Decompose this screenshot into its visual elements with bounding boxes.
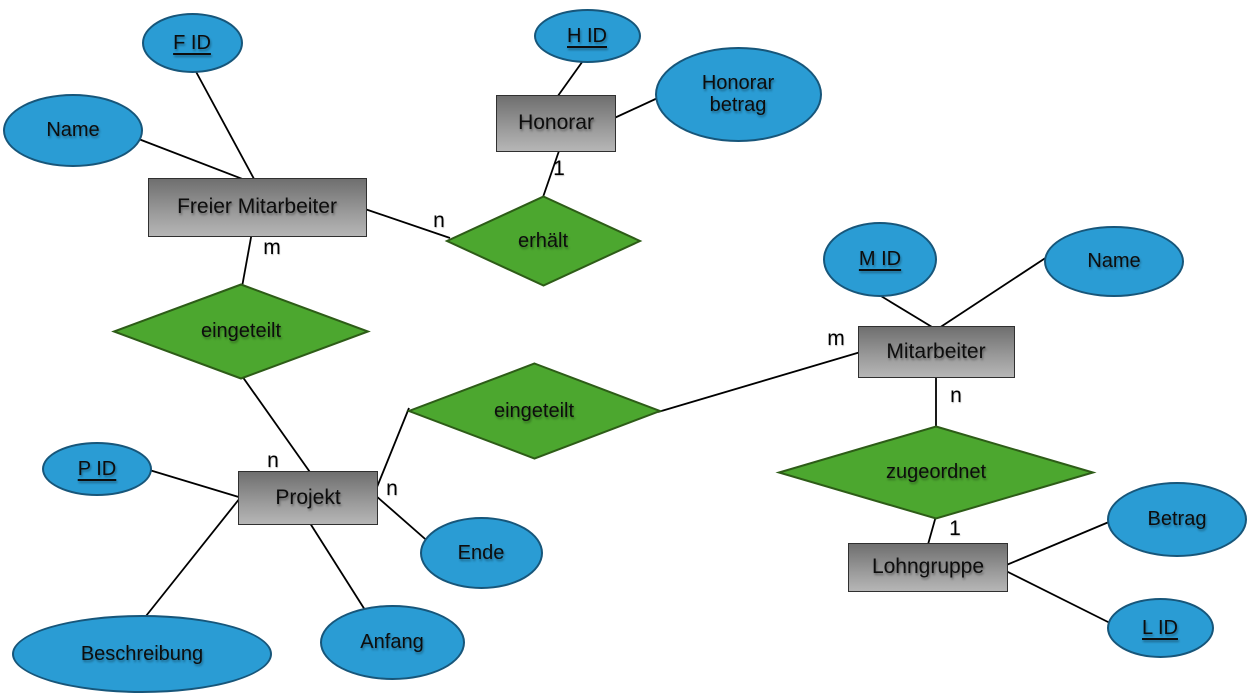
connector-line — [1003, 569, 1115, 626]
cardinality-label: 1 — [949, 517, 961, 540]
attribute-label: P ID — [77, 457, 117, 480]
relationship-label: eingeteilt — [493, 399, 575, 422]
connector-line — [374, 407, 410, 493]
attribute-f-id: F ID — [141, 13, 243, 73]
connector-line — [145, 497, 241, 617]
attribute-label: F ID — [173, 31, 211, 54]
attribute-label: M ID — [858, 247, 902, 270]
relationship-label: eingeteilt — [200, 319, 282, 342]
diamond-shape — [111, 282, 371, 380]
attribute-name-freier-mitarbeiter: Name — [3, 93, 143, 167]
attribute-h-id: H ID — [533, 9, 641, 63]
attribute-anfang: Anfang — [319, 604, 465, 680]
attribute-l-id: L ID — [1106, 598, 1214, 658]
relationship-eingeteilt-mitte: eingeteilt — [405, 362, 663, 460]
relationship-eingeteilt-links: eingeteilt — [111, 282, 371, 380]
entity-label: Mitarbeiter — [886, 340, 986, 364]
entity-label: Lohngruppe — [871, 555, 985, 579]
connector-line — [541, 147, 561, 201]
connector-line — [1003, 518, 1117, 567]
cardinality-label: n — [433, 209, 445, 232]
entity-projekt: Projekt — [238, 471, 378, 525]
connector-line — [935, 254, 1051, 331]
connector-line — [241, 375, 313, 476]
cardinality-label: n — [950, 384, 962, 407]
attribute-name-mitarbeiter: Name — [1044, 225, 1184, 297]
connector-line — [554, 57, 586, 101]
relationship-zugeordnet: zugeordnet — [775, 424, 1097, 520]
attribute-beschreibung: Beschreibung — [12, 615, 272, 693]
attribute-label: Ende — [457, 541, 505, 564]
entity-label: Projekt — [275, 486, 341, 510]
connector-line — [875, 292, 938, 331]
entity-lohngruppe: Lohngruppe — [848, 542, 1008, 592]
attribute-p-id: P ID — [42, 442, 152, 496]
attribute-honorarbetrag: Honorar betrag — [654, 46, 822, 142]
connector-line — [657, 350, 865, 413]
attribute-label: L ID — [1142, 616, 1178, 639]
entity-freier-mitarbeiter: Freier Mitarbeiter — [147, 177, 367, 237]
cardinality-label: m — [827, 327, 845, 350]
cardinality-label: n — [267, 449, 279, 472]
attribute-label: Name — [46, 118, 100, 141]
attribute-label: H ID — [567, 24, 607, 47]
connector-line — [193, 67, 261, 191]
diamond-shape — [444, 195, 642, 287]
relationship-erhaelt: erhält — [444, 195, 642, 287]
diamond-shape — [405, 362, 663, 460]
cardinality-label: n — [386, 477, 398, 500]
entity-label: Honorar — [518, 111, 594, 135]
entity-label: Freier Mitarbeiter — [177, 195, 337, 219]
attribute-ende: Ende — [419, 517, 543, 589]
attribute-m-id: M ID — [823, 221, 937, 297]
attribute-label: Anfang — [360, 630, 424, 653]
attribute-label: Beschreibung — [80, 642, 204, 665]
connector-line — [307, 519, 366, 611]
attribute-label: Betrag — [1147, 507, 1207, 530]
cardinality-label: m — [263, 236, 281, 259]
connector-line — [241, 231, 253, 288]
cardinality-label: 1 — [553, 157, 565, 180]
connector-line — [145, 468, 243, 499]
attribute-label: Name — [1087, 249, 1141, 272]
entity-honorar: Honorar — [496, 94, 616, 152]
attribute-betrag: Betrag — [1107, 481, 1247, 557]
attribute-label: Honorar betrag — [701, 71, 775, 116]
entity-mitarbeiter: Mitarbeiter — [857, 326, 1015, 378]
connector-line — [361, 207, 451, 239]
connector-line — [135, 137, 259, 186]
relationship-label: zugeordnet — [885, 460, 987, 483]
diamond-shape — [775, 424, 1097, 520]
connector-line — [609, 95, 663, 121]
relationship-label: erhält — [517, 229, 569, 252]
